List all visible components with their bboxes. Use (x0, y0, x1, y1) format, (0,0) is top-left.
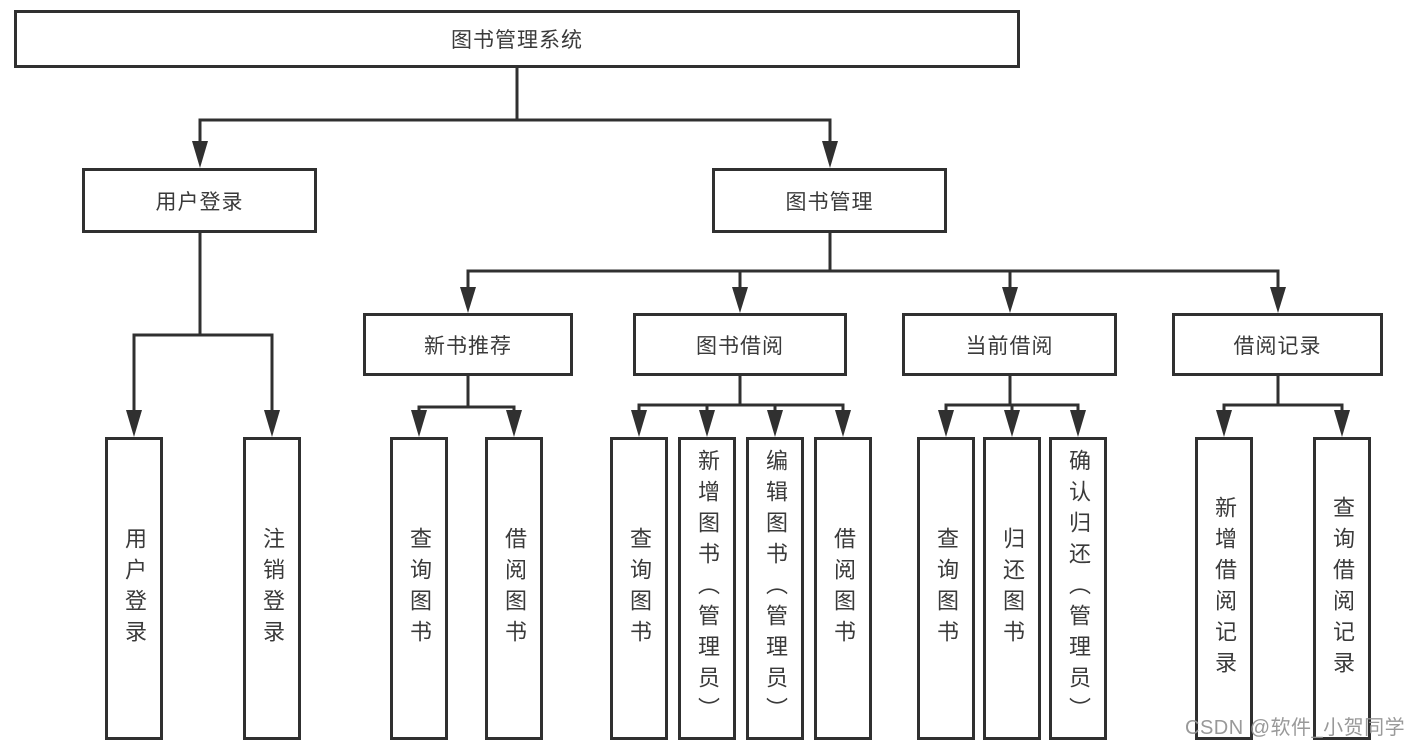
leaf-query-books-current: 查询图书 (917, 437, 975, 740)
node-label: 图书管理系统 (451, 29, 583, 52)
leaf-return-book: 归还图书 (983, 437, 1041, 740)
node-label: 用户登录 (122, 526, 147, 651)
node-label: 归还图书 (1000, 526, 1025, 651)
node-label: 编辑图书（管理员） (763, 449, 788, 728)
node-label: 注销登录 (260, 526, 285, 651)
node-label: 借阅图书 (502, 526, 527, 651)
leaf-user-login: 用户登录 (105, 437, 163, 740)
node-label: 查询图书 (627, 526, 652, 651)
node-label: 当前借阅 (965, 334, 1054, 358)
node-label: 新书推荐 (424, 334, 512, 358)
node-user-login: 用户登录 (82, 168, 317, 233)
node-book-management: 图书管理 (712, 168, 947, 233)
node-label: 用户登录 (155, 190, 244, 214)
node-label: 确认归还（管理员） (1066, 449, 1091, 728)
node-label: 新增借阅记录 (1212, 495, 1237, 682)
leaf-add-book-admin: 新增图书（管理员） (678, 437, 736, 740)
node-current-borrowing: 当前借阅 (902, 313, 1117, 376)
node-label: 查询图书 (407, 526, 432, 651)
csdn-watermark: CSDN @软件_小贺同学 (1185, 717, 1405, 739)
leaf-query-books-recommendation: 查询图书 (390, 437, 448, 740)
node-borrowing-records: 借阅记录 (1172, 313, 1383, 376)
leaf-add-borrow-record: 新增借阅记录 (1195, 437, 1253, 740)
leaf-borrow-books-recommendation: 借阅图书 (485, 437, 543, 740)
leaf-edit-book-admin: 编辑图书（管理员） (746, 437, 804, 740)
node-label: 借阅记录 (1233, 334, 1322, 358)
leaf-logout: 注销登录 (243, 437, 301, 740)
leaf-confirm-return-admin: 确认归还（管理员） (1049, 437, 1107, 740)
node-label: 查询图书 (934, 526, 959, 651)
node-label: 图书借阅 (696, 334, 784, 358)
node-label: 图书管理 (785, 190, 874, 214)
leaf-borrow-books-borrowing: 借阅图书 (814, 437, 872, 740)
arrowheads (126, 141, 1350, 437)
leaf-query-books-borrowing: 查询图书 (610, 437, 668, 740)
leaf-query-borrow-record: 查询借阅记录 (1313, 437, 1371, 740)
node-label: 借阅图书 (831, 526, 856, 651)
node-label: 查询借阅记录 (1330, 495, 1355, 682)
node-library-management-system: 图书管理系统 (14, 10, 1020, 68)
node-book-borrowing: 图书借阅 (633, 313, 847, 376)
node-new-book-recommendation: 新书推荐 (363, 313, 573, 376)
node-label: 新增图书（管理员） (695, 449, 720, 728)
